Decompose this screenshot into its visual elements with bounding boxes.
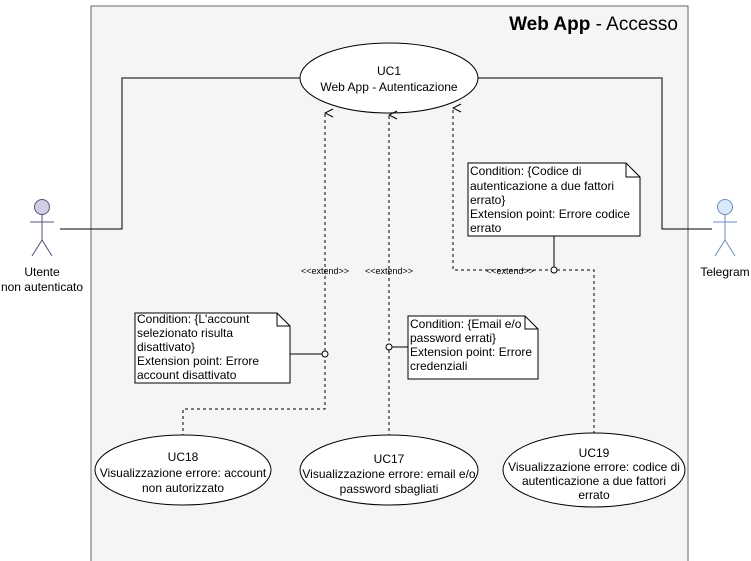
usecase-uc19-label-2: autenticazione a due fattori bbox=[522, 474, 666, 488]
actor-telegram-label: Telegram bbox=[700, 265, 749, 279]
system-title-bold: Web App bbox=[509, 14, 590, 35]
note-uc18-text-3: disattivato} bbox=[137, 340, 195, 354]
note-uc19-text-4: Extension point: Errore codice bbox=[470, 207, 630, 221]
extend-uc17-label: <<extend>> bbox=[365, 266, 413, 276]
usecase-uc17-label-1: Visualizzazione errore: email e/o bbox=[302, 467, 476, 481]
association-left-actor bbox=[60, 77, 300, 230]
usecase-uc18-label-1: Visualizzazione errore: account bbox=[100, 466, 267, 480]
usecase-uc1-label: Web App - Autenticazione bbox=[320, 80, 458, 94]
association-right-actor bbox=[478, 77, 712, 230]
note-uc19-text-5: errato bbox=[470, 221, 502, 235]
note-uc18-text-5: account disattivato bbox=[137, 368, 237, 382]
note-uc18-text-1: Condition: {L'account bbox=[137, 312, 250, 326]
usecase-uc1[interactable] bbox=[299, 42, 479, 114]
actor-utente-head bbox=[34, 199, 50, 215]
note-uc18-text-4: Extension point: Errore bbox=[137, 354, 259, 368]
actor-utente-label-2: non autenticato bbox=[1, 280, 83, 294]
extend-uc19-label: <<extend>> bbox=[486, 266, 534, 276]
usecase-uc19-label-1: Visualizzazione errore: codice di bbox=[508, 460, 680, 474]
note-uc19-anchor bbox=[550, 266, 558, 274]
note-uc17[interactable] bbox=[407, 315, 539, 380]
note-uc17-text-4: credenziali bbox=[410, 359, 467, 373]
note-uc19[interactable] bbox=[467, 162, 641, 237]
system-title: Web App - Accesso bbox=[509, 14, 678, 35]
note-uc19-text-3: errato} bbox=[470, 193, 505, 207]
actor-telegram-head bbox=[717, 199, 733, 215]
usecase-uc19-label-3: errato bbox=[578, 488, 610, 502]
note-uc17-text-2: password errati} bbox=[410, 331, 496, 345]
usecase-uc19-id: UC19 bbox=[579, 446, 610, 460]
extend-uc18-label: <<extend>> bbox=[301, 266, 349, 276]
note-uc17-text-1: Condition: {Email e/o bbox=[410, 317, 522, 331]
note-uc17-text-3: Extension point: Errore bbox=[410, 345, 532, 359]
usecase-uc17[interactable] bbox=[299, 434, 479, 506]
usecase-uc17-id: UC17 bbox=[374, 452, 405, 466]
extend-uc19-line bbox=[453, 108, 595, 434]
actor-utente[interactable] bbox=[30, 199, 54, 257]
usecase-uc17-label-2: password sbagliati bbox=[340, 482, 439, 496]
note-uc18-anchor bbox=[321, 350, 329, 358]
usecase-uc18-id: UC18 bbox=[168, 450, 199, 464]
usecase-uc18[interactable] bbox=[94, 434, 272, 506]
usecase-uc19[interactable] bbox=[502, 432, 686, 508]
actor-utente-label: Utente bbox=[24, 265, 60, 279]
system-title-rest: - Accesso bbox=[590, 14, 678, 35]
usecase-uc1-id: UC1 bbox=[377, 64, 401, 78]
usecase-uc18-label-2: non autorizzato bbox=[142, 481, 224, 495]
note-uc18-text-2: selezionato risulta bbox=[137, 326, 233, 340]
actor-telegram[interactable] bbox=[713, 199, 737, 257]
note-uc19-text-2: autenticazione a due fattori bbox=[470, 179, 614, 193]
note-uc17-anchor bbox=[385, 343, 393, 351]
note-uc19-text-1: Condition: {Codice di bbox=[470, 164, 581, 178]
extend-uc18-line bbox=[182, 113, 325, 437]
